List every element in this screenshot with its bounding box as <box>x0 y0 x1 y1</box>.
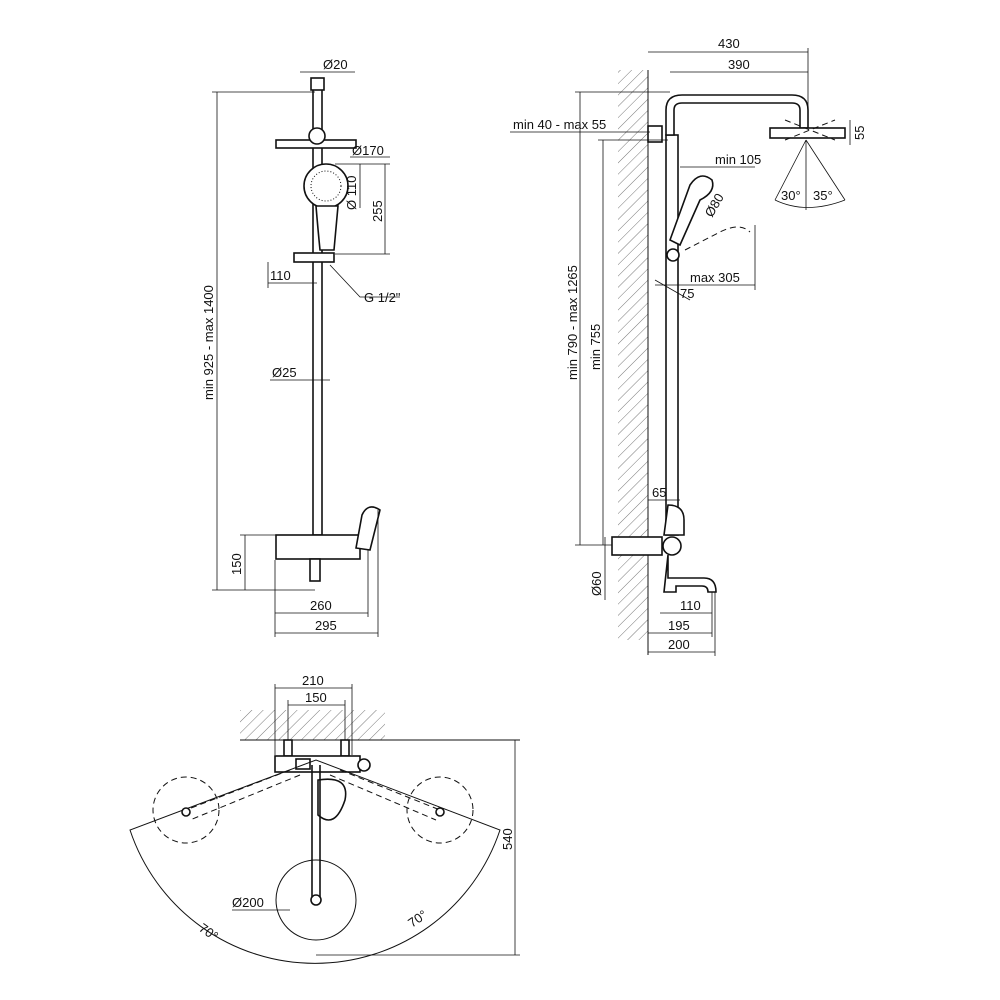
mixer-inset <box>295 758 311 770</box>
slider-holder <box>666 248 680 262</box>
wall-hatch-top <box>240 710 385 740</box>
dim-255: 255 <box>370 200 385 222</box>
pivot-left <box>181 807 191 817</box>
hand-shower-alt-position <box>684 226 751 251</box>
dim-wall-gap: min 40 - max 55 <box>513 117 606 132</box>
hand-shower-holder <box>293 252 335 263</box>
shower-rod <box>312 87 323 536</box>
rain-shower-head <box>769 127 846 139</box>
dim-200: 200 <box>668 637 690 652</box>
side-view: 30° 35° 430 390 55 min 40 - max 55 min 1… <box>510 36 867 656</box>
mixer-knob-side <box>662 536 682 556</box>
wall-bracket <box>647 125 663 143</box>
leader-line <box>329 264 400 298</box>
head-joint <box>308 127 326 145</box>
dim-210: 210 <box>302 673 324 688</box>
mixer-spout <box>309 558 321 582</box>
mixer-body <box>275 534 361 560</box>
arm-swing-lines <box>185 769 441 821</box>
mixer-lever <box>355 506 381 551</box>
dim-d170: Ø170 <box>352 143 384 158</box>
angle-30: 30° <box>781 188 801 203</box>
spout-side <box>663 554 717 593</box>
angle-70-left: 70° <box>196 920 221 944</box>
dim-540: 540 <box>500 828 515 850</box>
rotation-sector <box>129 759 501 964</box>
dim-390: 390 <box>728 57 750 72</box>
rod-cap <box>310 77 325 91</box>
dim-d60: Ø60 <box>589 571 604 596</box>
tilt-indicator <box>784 119 836 141</box>
dim-65: 65 <box>652 485 666 500</box>
hand-shower-handle <box>315 205 339 251</box>
overhead-shower-top <box>275 859 357 941</box>
dim-295: 295 <box>315 618 337 633</box>
front-view: Ø20 Ø170 Ø 110 255 110 G 1/2" Ø25 min 92… <box>201 57 401 637</box>
dim-150-top: 150 <box>305 690 327 705</box>
mixer-lever-side <box>663 504 685 536</box>
hand-shower-nozzles <box>310 170 342 202</box>
hand-shower-top <box>317 778 347 821</box>
top-view: 210 150 540 Ø200 70° 70° <box>129 673 520 964</box>
angle-cone <box>774 139 846 210</box>
dim-d20: Ø20 <box>323 57 348 72</box>
lever-top <box>357 758 371 772</box>
dim-d200: Ø200 <box>232 895 264 910</box>
arm-position-left <box>152 776 220 844</box>
hand-shower-side <box>669 175 714 247</box>
connector-left <box>283 739 293 757</box>
dim-260: 260 <box>310 598 332 613</box>
mixer-body-top <box>274 755 361 773</box>
dim-55: 55 <box>852 126 867 140</box>
dim-110-side: 110 <box>680 598 701 613</box>
connector-right <box>340 739 350 757</box>
dim-d25: Ø25 <box>272 365 297 380</box>
pivot-right <box>435 807 445 817</box>
angle-70-right: 70° <box>405 907 430 931</box>
dim-110: 110 <box>270 268 291 283</box>
dim-430: 430 <box>718 36 740 51</box>
dim-min755: min 755 <box>588 324 603 370</box>
dim-min105: min 105 <box>715 152 761 167</box>
mixer-body-side <box>611 536 663 556</box>
shower-center <box>310 894 322 906</box>
shower-pipe <box>665 134 679 536</box>
dim-d110: Ø 110 <box>344 176 359 210</box>
dim-75: 75 <box>680 286 694 301</box>
arm-position-right <box>406 776 474 844</box>
dim-195: 195 <box>668 618 690 633</box>
dim-max305: max 305 <box>690 270 740 285</box>
dim-150: 150 <box>229 553 244 575</box>
thread-label: G 1/2" <box>364 290 401 305</box>
dim-height-range-side: min 790 - max 1265 <box>565 265 580 380</box>
dim-line <box>654 279 691 301</box>
angle-35: 35° <box>813 188 833 203</box>
dim-height-range: min 925 - max 1400 <box>201 285 216 400</box>
